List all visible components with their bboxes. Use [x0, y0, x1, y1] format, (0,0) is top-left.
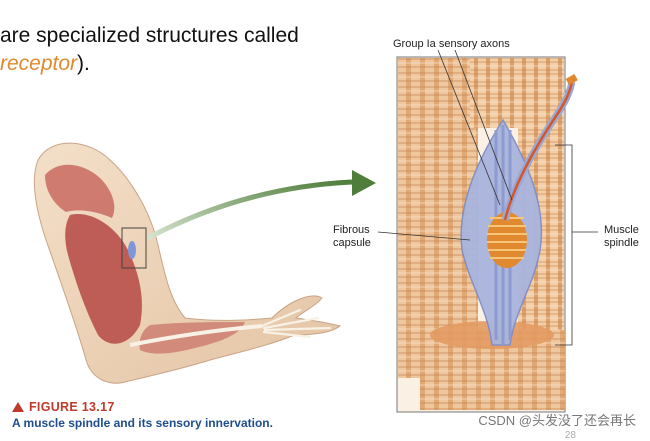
- receptor-term: receptor: [0, 52, 78, 75]
- figure-caption: FIGURE 13.17 A muscle spindle and its se…: [12, 400, 273, 430]
- biceps-muscle: [65, 214, 142, 344]
- label-muscle-spindle: Muscle spindle: [604, 224, 639, 250]
- slide-text-line2-end: ).: [77, 52, 90, 75]
- sensory-axon-core: [503, 81, 574, 221]
- label-fibrous-line1: Fibrous: [333, 224, 370, 236]
- axon-tip: [565, 74, 578, 86]
- slide-text-line1: are specialized structures called: [0, 24, 299, 47]
- label-fibrous-capsule: Fibrous capsule: [333, 224, 371, 250]
- label-fibrous-line2: capsule: [333, 237, 371, 249]
- slide-text-line2: receptor).: [0, 50, 299, 78]
- watermark: CSDN @头发没了还会再长: [478, 413, 636, 428]
- arm-illustration: [33, 142, 342, 384]
- shoulder-muscle: [45, 164, 115, 218]
- hand-bones: [260, 308, 332, 339]
- label-group-ia-axons: Group Ia sensory axons: [393, 38, 510, 50]
- label-spindle-line2: spindle: [604, 237, 639, 249]
- slide-text: are specialized structures called recept…: [0, 22, 299, 78]
- zoom-arrow-head: [352, 170, 376, 196]
- arm-spindle-box: [121, 227, 147, 269]
- spindle-detail: [377, 49, 598, 413]
- axons-leader-1: [437, 49, 501, 206]
- axons-leader-2: [454, 49, 513, 201]
- forearm-bone: [129, 324, 263, 347]
- zoom-arrow: [146, 179, 353, 241]
- figure-description: A muscle spindle and its sensory innerva…: [12, 416, 273, 430]
- page-number: 28: [564, 430, 576, 441]
- figure-number: FIGURE 13.17: [12, 400, 273, 414]
- label-spindle-line1: Muscle: [604, 224, 639, 236]
- triangle-icon: [12, 402, 24, 412]
- arm-spindle-marker: [128, 241, 136, 259]
- capsule-leader: [377, 231, 471, 241]
- fiber-bundle-top: [470, 58, 530, 128]
- spindle-bracket: [555, 144, 598, 346]
- figure-number-text: FIGURE 13.17: [29, 400, 115, 414]
